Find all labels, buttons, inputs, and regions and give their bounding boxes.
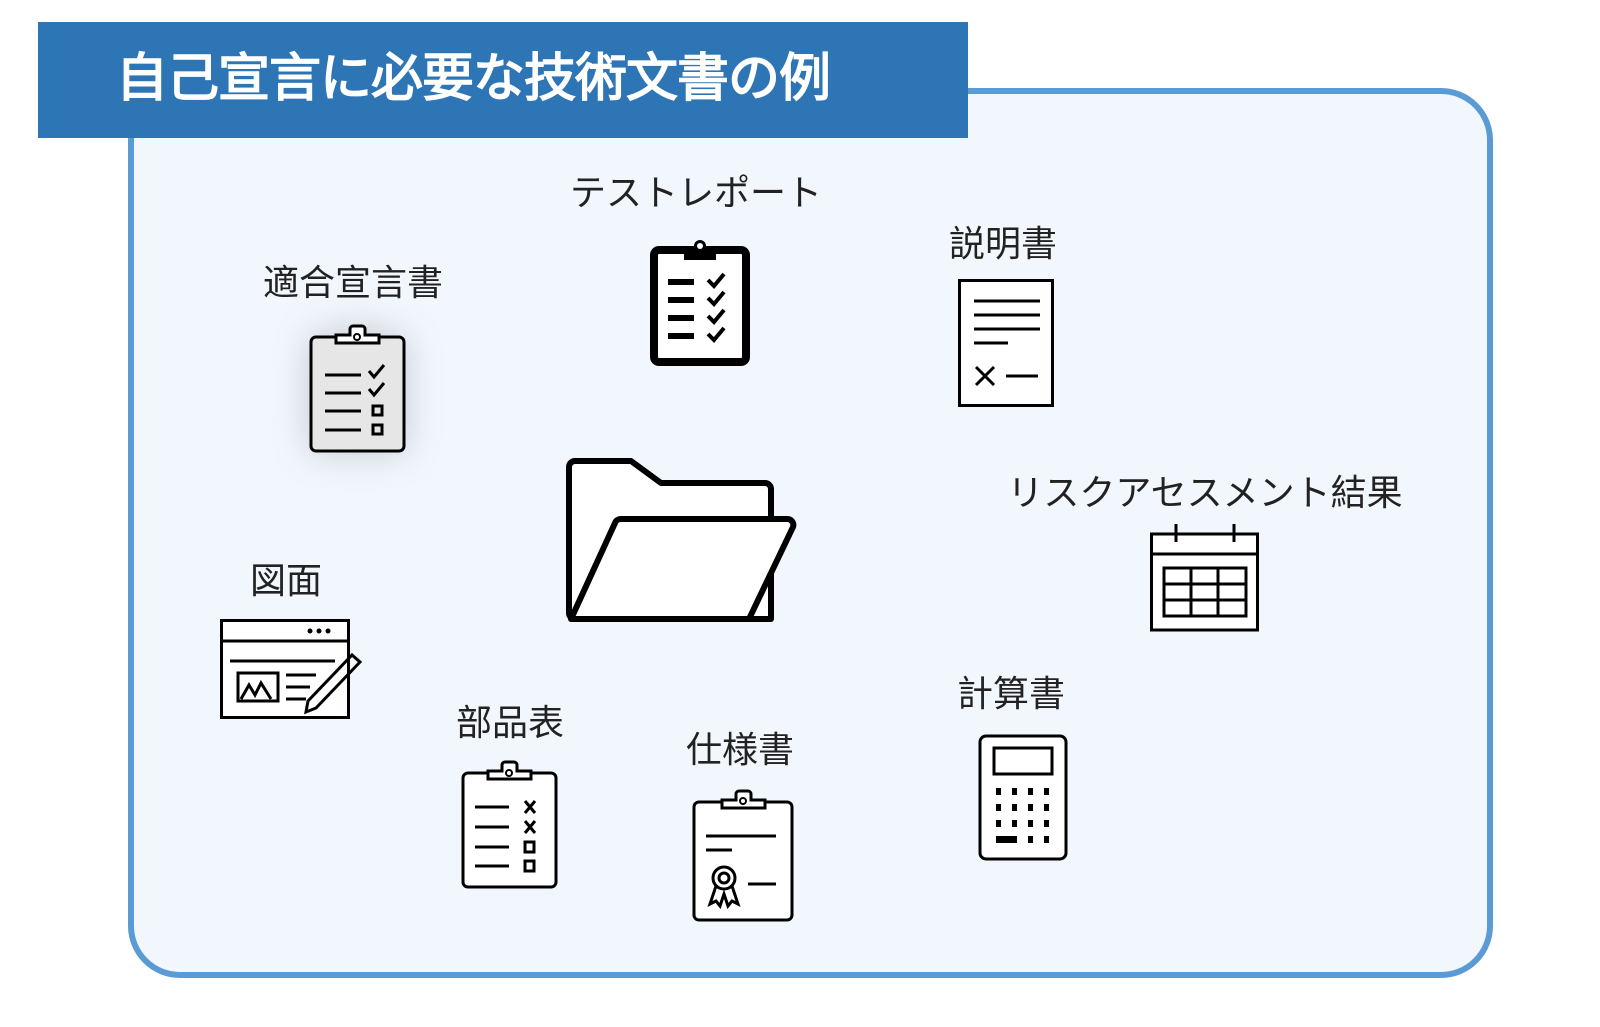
documents-panel xyxy=(128,88,1493,978)
label-specification: 仕様書 xyxy=(685,730,795,771)
clipboard-checks-boxes-icon xyxy=(309,324,406,453)
document-icon xyxy=(958,279,1054,407)
title-banner: 自己宣言に必要な技術文書の例 xyxy=(38,22,968,138)
label-test-report: テストレポート xyxy=(569,173,823,214)
certificate-clipboard-icon xyxy=(692,788,794,922)
page-title: 自己宣言に必要な技術文書の例 xyxy=(116,49,831,109)
label-risk-assessment: リスクアセスメント結果 xyxy=(1007,473,1403,514)
clipboard-cross-list-icon xyxy=(461,760,558,889)
label-manual: 説明書 xyxy=(948,224,1058,265)
label-drawing: 図面 xyxy=(249,561,323,602)
label-calculation: 計算書 xyxy=(956,674,1066,715)
label-declaration-of-conformity: 適合宣言書 xyxy=(262,263,444,304)
calendar-table-icon xyxy=(1150,522,1260,632)
open-folder-icon xyxy=(565,457,797,623)
calculator-icon xyxy=(978,734,1068,861)
drawing-window-pencil-icon xyxy=(220,619,363,719)
label-bom: 部品表 xyxy=(455,703,565,744)
clipboard-checklist-icon xyxy=(650,238,750,366)
